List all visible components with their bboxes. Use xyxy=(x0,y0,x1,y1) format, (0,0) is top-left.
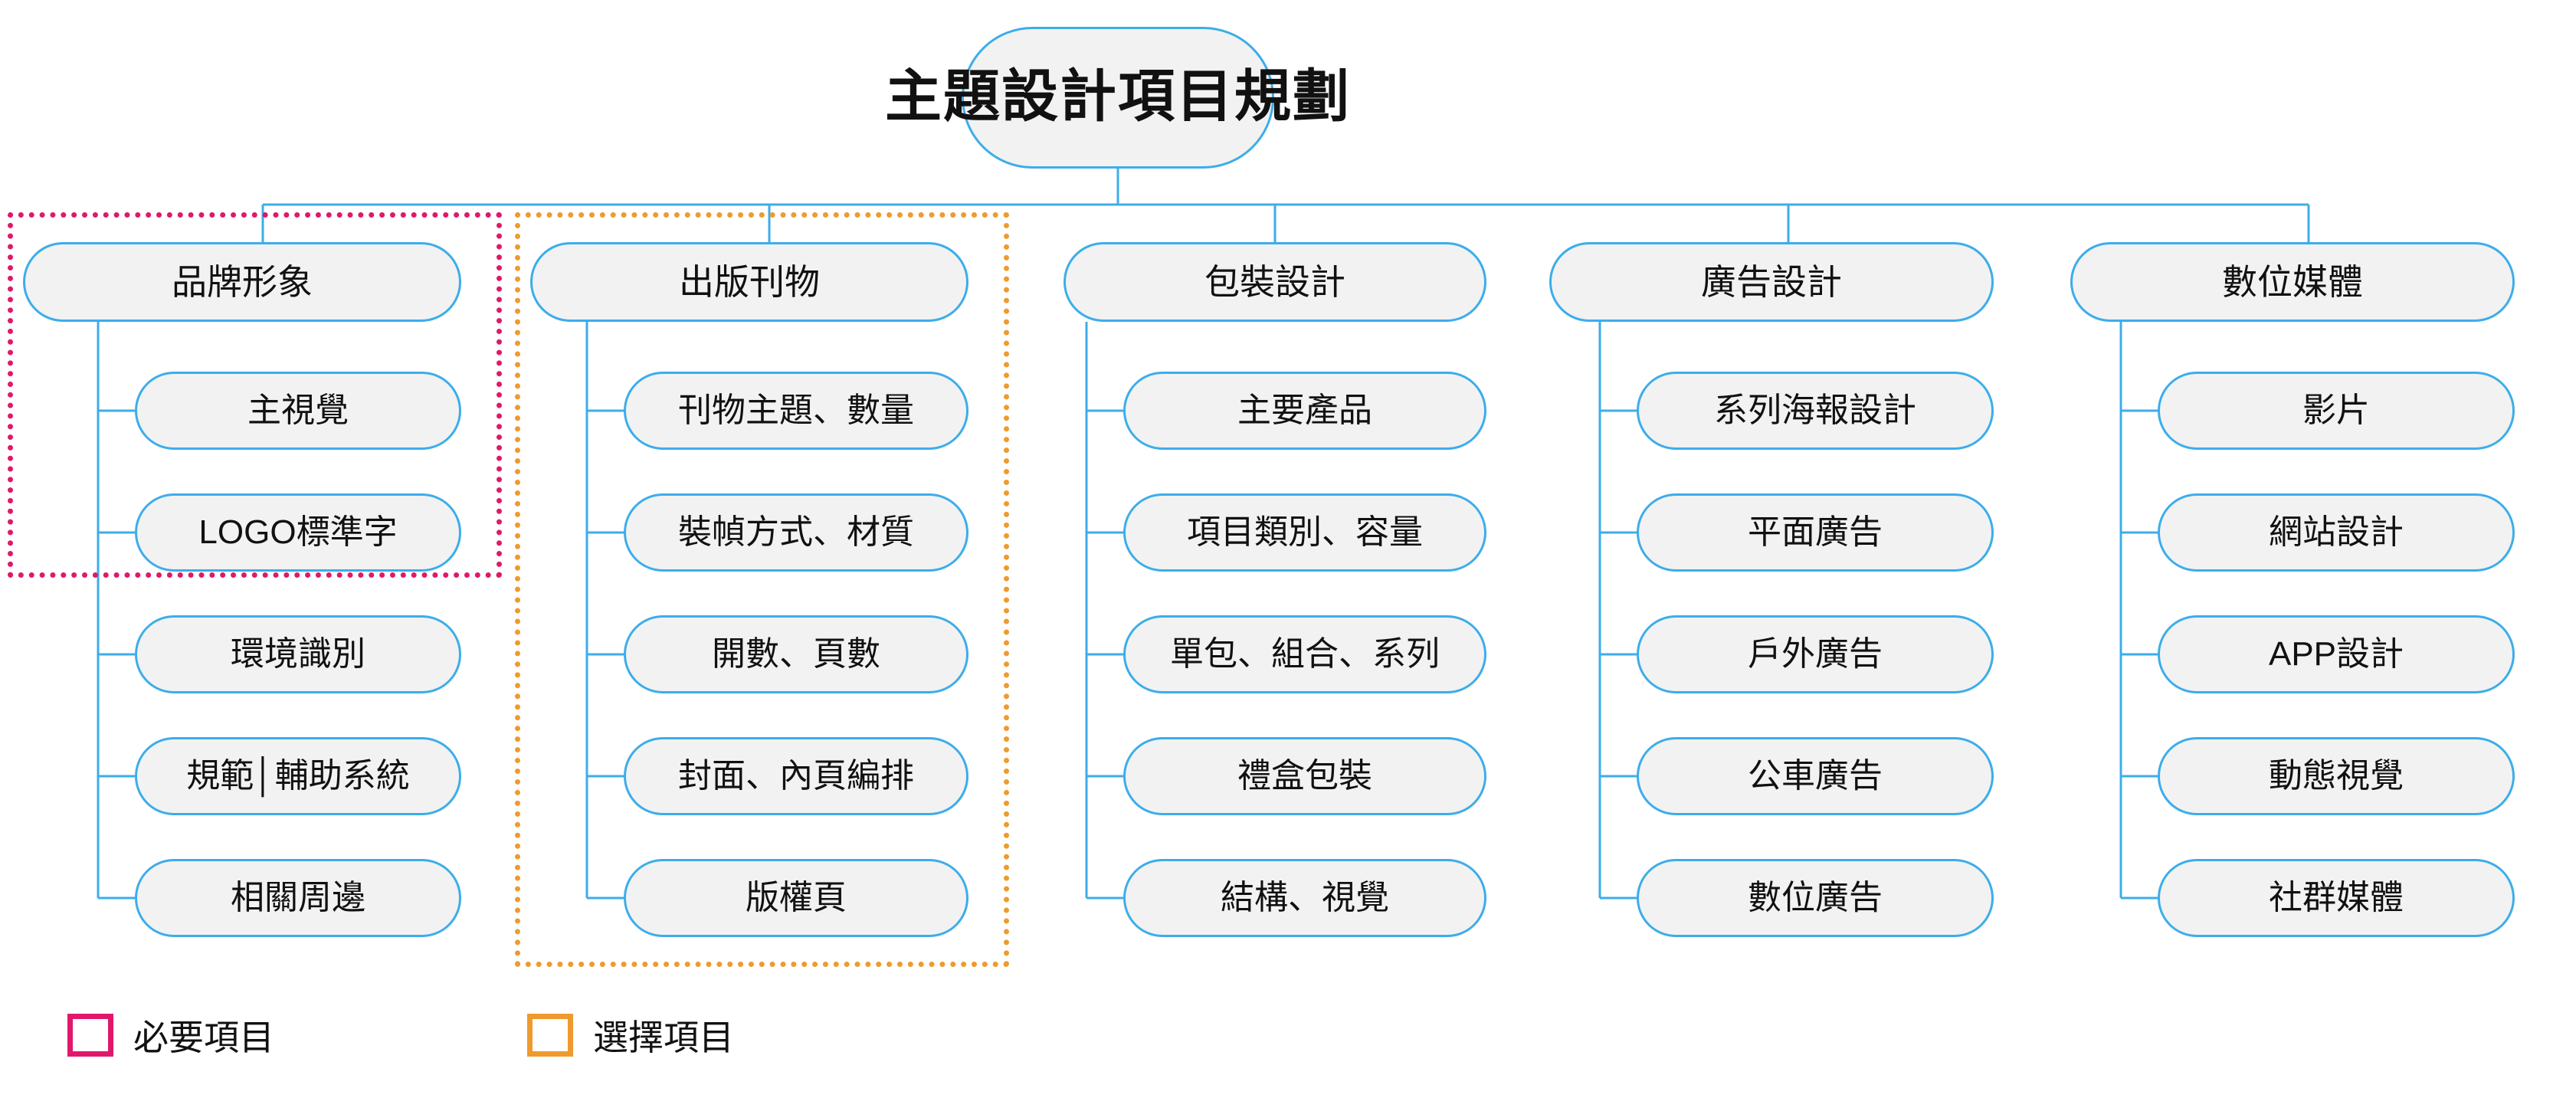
leaf-node-label: 裝幀方式、材質 xyxy=(678,513,914,551)
group-box-required-brand-image xyxy=(8,212,502,578)
leaf-node-label: 環境識別 xyxy=(231,634,365,673)
leaf-node-brand-image-1[interactable]: 主視覺 xyxy=(135,372,461,450)
leaf-node-publication-3[interactable]: 開數、頁數 xyxy=(624,615,968,693)
column-header-packaging-design[interactable]: 包裝設計 xyxy=(1064,242,1486,322)
leaf-node-label: 開數、頁數 xyxy=(712,634,880,673)
leaf-node-label: 封面、內頁編排 xyxy=(678,756,914,795)
leaf-node-label: 單包、組合、系列 xyxy=(1170,634,1440,673)
leaf-node-digital-media-4[interactable]: 動態視覺 xyxy=(2158,737,2515,815)
leaf-node-label: 禮盒包裝 xyxy=(1237,756,1372,795)
leaf-node-advertising-design-5[interactable]: 數位廣告 xyxy=(1637,859,1994,937)
leaf-node-label: 戶外廣告 xyxy=(1748,634,1883,673)
leaf-node-publication-1[interactable]: 刊物主題、數量 xyxy=(624,372,968,450)
column-header-brand-image[interactable]: 品牌形象 xyxy=(23,242,461,322)
leaf-node-publication-2[interactable]: 裝幀方式、材質 xyxy=(624,493,968,572)
leaf-node-label: 影片 xyxy=(2302,391,2370,429)
leaf-node-packaging-design-1[interactable]: 主要產品 xyxy=(1123,372,1486,450)
leaf-node-label: LOGO標準字 xyxy=(198,513,398,551)
root-node[interactable]: 主題設計項目規劃 xyxy=(885,27,1349,169)
leaf-node-label: APP設計 xyxy=(2268,634,2404,673)
leaf-node-brand-image-4[interactable]: 規範│輔助系統 xyxy=(135,737,461,815)
leaf-node-label: 相關周邊 xyxy=(231,878,365,916)
column-header-label: 數位媒體 xyxy=(2222,261,2363,302)
legend-label-optional: 選擇項目 xyxy=(593,1018,734,1057)
legend: 必要項目 選擇項目 xyxy=(0,1010,2576,1079)
leaf-node-digital-media-3[interactable]: APP設計 xyxy=(2158,615,2515,693)
leaf-node-packaging-design-5[interactable]: 結構、視覺 xyxy=(1123,859,1486,937)
leaf-node-brand-image-2[interactable]: LOGO標準字 xyxy=(135,493,461,572)
leaf-node-label: 數位廣告 xyxy=(1748,878,1883,916)
leaf-node-advertising-design-4[interactable]: 公車廣告 xyxy=(1637,737,1994,815)
leaf-node-label: 結構、視覺 xyxy=(1221,878,1389,916)
leaf-node-advertising-design-1[interactable]: 系列海報設計 xyxy=(1637,372,1994,450)
leaf-node-label: 公車廣告 xyxy=(1748,756,1883,795)
column-header-label: 廣告設計 xyxy=(1701,261,1842,302)
leaf-node-label: 版權頁 xyxy=(746,878,847,916)
leaf-node-label: 動態視覺 xyxy=(2269,756,2404,795)
leaf-node-label: 社群媒體 xyxy=(2269,878,2404,916)
column-header-label: 出版刊物 xyxy=(679,261,820,302)
leaf-node-digital-media-5[interactable]: 社群媒體 xyxy=(2158,859,2515,937)
column-header-label: 品牌形象 xyxy=(172,261,313,302)
root-node-label: 主題設計項目規劃 xyxy=(885,65,1351,129)
leaf-node-packaging-design-3[interactable]: 單包、組合、系列 xyxy=(1123,615,1486,693)
leaf-node-label: 主視覺 xyxy=(247,391,349,429)
leaf-node-label: 網站設計 xyxy=(2269,513,2404,551)
column-header-digital-media[interactable]: 數位媒體 xyxy=(2070,242,2515,322)
group-box-optional-publication xyxy=(515,212,1009,967)
leaf-node-label: 刊物主題、數量 xyxy=(678,391,914,429)
leaf-node-label: 系列海報設計 xyxy=(1714,391,1916,429)
legend-swatch-required-icon xyxy=(67,1014,113,1057)
legend-swatch-optional-icon xyxy=(527,1014,573,1057)
legend-item-optional: 選擇項目 xyxy=(527,1010,734,1060)
leaf-node-advertising-design-2[interactable]: 平面廣告 xyxy=(1637,493,1994,572)
leaf-node-brand-image-3[interactable]: 環境識別 xyxy=(135,615,461,693)
leaf-node-label: 平面廣告 xyxy=(1748,513,1883,551)
leaf-node-advertising-design-3[interactable]: 戶外廣告 xyxy=(1637,615,1994,693)
leaf-node-packaging-design-2[interactable]: 項目類別、容量 xyxy=(1123,493,1486,572)
leaf-node-publication-4[interactable]: 封面、內頁編排 xyxy=(624,737,968,815)
leaf-node-digital-media-1[interactable]: 影片 xyxy=(2158,372,2515,450)
column-header-advertising-design[interactable]: 廣告設計 xyxy=(1549,242,1994,322)
leaf-node-publication-5[interactable]: 版權頁 xyxy=(624,859,968,937)
leaf-node-brand-image-5[interactable]: 相關周邊 xyxy=(135,859,461,937)
column-header-label: 包裝設計 xyxy=(1204,261,1345,302)
column-header-publication[interactable]: 出版刊物 xyxy=(530,242,968,322)
legend-item-required: 必要項目 xyxy=(67,1010,274,1060)
leaf-node-label: 規範│輔助系統 xyxy=(186,756,410,795)
leaf-node-label: 主要產品 xyxy=(1237,391,1372,429)
leaf-node-digital-media-2[interactable]: 網站設計 xyxy=(2158,493,2515,572)
legend-label-required: 必要項目 xyxy=(133,1018,274,1057)
leaf-node-label: 項目類別、容量 xyxy=(1187,513,1423,551)
leaf-node-packaging-design-4[interactable]: 禮盒包裝 xyxy=(1123,737,1486,815)
